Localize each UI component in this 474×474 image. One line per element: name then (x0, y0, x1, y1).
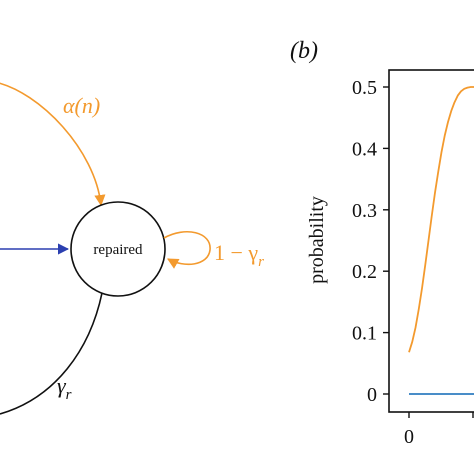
panel-b-label: (b) (290, 38, 318, 64)
orange-series-line (408, 86, 474, 353)
y-ticks: 0 0.1 0.2 0.3 0.4 0.5 (352, 77, 389, 406)
y-tick-label: 0.1 (352, 323, 377, 345)
plot-frame (388, 69, 474, 413)
self-loop-label: 1 − γr (214, 240, 264, 270)
x-tick-label: 0 (404, 426, 414, 448)
gamma-label-sub: r (66, 387, 72, 403)
x-ticks: 0 (404, 412, 474, 448)
alpha-transition-arrow (0, 82, 106, 207)
chart-series (408, 86, 474, 395)
chart-panel: (b) probability 0 0.1 0.2 0.3 0.4 0.5 0 (290, 38, 474, 448)
self-loop-label-sub: r (258, 254, 264, 270)
y-axis-label: probability (306, 196, 328, 284)
y-tick-label: 0.4 (352, 138, 377, 160)
repaired-state-node (70, 201, 166, 297)
gamma-transition-curve (0, 292, 103, 415)
self-loop-label-main: 1 − γ (214, 240, 258, 265)
y-tick-label: 0.3 (352, 200, 377, 222)
gamma-label-main: γ (57, 373, 67, 398)
gamma-label: γr (57, 373, 72, 403)
state-diagram: repaired α(n) 1 − γr γr (0, 82, 264, 415)
y-tick-label: 0.2 (352, 261, 377, 283)
alpha-label: α(n) (63, 93, 100, 118)
repaired-state-label: repaired (93, 242, 143, 258)
y-tick-label: 0 (367, 384, 377, 406)
y-tick-label: 0.5 (352, 77, 377, 99)
self-loop-arrow (163, 230, 211, 269)
